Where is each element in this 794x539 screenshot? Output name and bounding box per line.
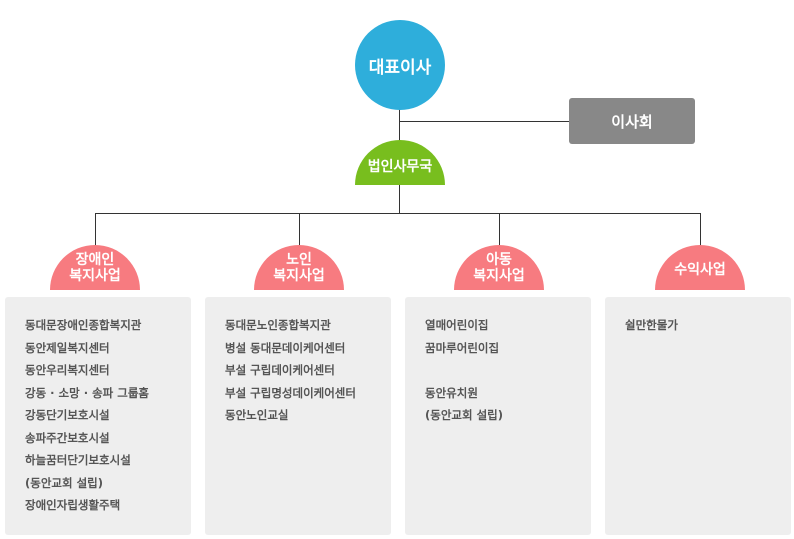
office-node: 법인사무국 — [355, 140, 445, 185]
list-item: 동안우리복지센터 — [25, 363, 110, 377]
list-item: 동대문장애인종합복지관 — [25, 318, 142, 332]
connector-line — [700, 213, 701, 248]
list-item: 동안노인교실 — [225, 408, 289, 422]
connector-line — [299, 213, 300, 248]
connector-line — [95, 213, 96, 248]
list-spacer — [425, 362, 591, 385]
connector-line — [95, 213, 701, 214]
list-item: 동대문노인종합복지관 — [225, 318, 331, 332]
list-item: 부설 구립명성데이케어센터 — [225, 385, 356, 400]
connector-line — [499, 213, 500, 248]
list-item: 동안제일복지센터 — [25, 340, 110, 355]
list-item: 부설 구립데이케어센터 — [225, 363, 335, 377]
list-item: 강동 · 소망 · 송파 그룹홈 — [25, 385, 149, 400]
division-revenue: 수익사업 — [655, 245, 745, 290]
list-item: 동안유치원 — [425, 385, 478, 400]
list-children: 열매어린이집 꿈마루어린이집 동안유치원 (동안교회 설립) — [405, 297, 591, 535]
list-item: 송파주간보호시설 — [25, 430, 110, 445]
connector-line — [399, 121, 570, 122]
list-item: (동안교회 설립) — [25, 475, 103, 490]
list-item: 열매어린이집 — [425, 318, 489, 332]
list-disability: 동대문장애인종합복지관 동안제일복지센터 동안우리복지센터 강동 · 소망 · … — [5, 297, 191, 535]
list-elderly: 동대문노인종합복지관 병설 동대문데이케어센터 부설 구립데이케어센터 부설 구… — [205, 297, 391, 535]
list-item: 장애인자립생활주택 — [25, 498, 121, 512]
list-item: 하늘꿈터단기보호시설 — [25, 453, 131, 467]
connector-line — [399, 185, 400, 213]
list-item: 쉴만한물가 — [625, 318, 678, 332]
board-node: 이사회 — [569, 98, 695, 144]
ceo-node: 대표이사 — [355, 20, 445, 110]
list-item: 꿈마루어린이집 — [425, 340, 500, 355]
list-item: (동안교회 설립) — [425, 408, 503, 422]
list-item: 병설 동대문데이케어센터 — [225, 340, 346, 355]
list-item: 강동단기보호시설 — [25, 408, 110, 422]
list-revenue: 쉴만한물가 — [605, 297, 791, 535]
connector-line — [399, 105, 400, 145]
